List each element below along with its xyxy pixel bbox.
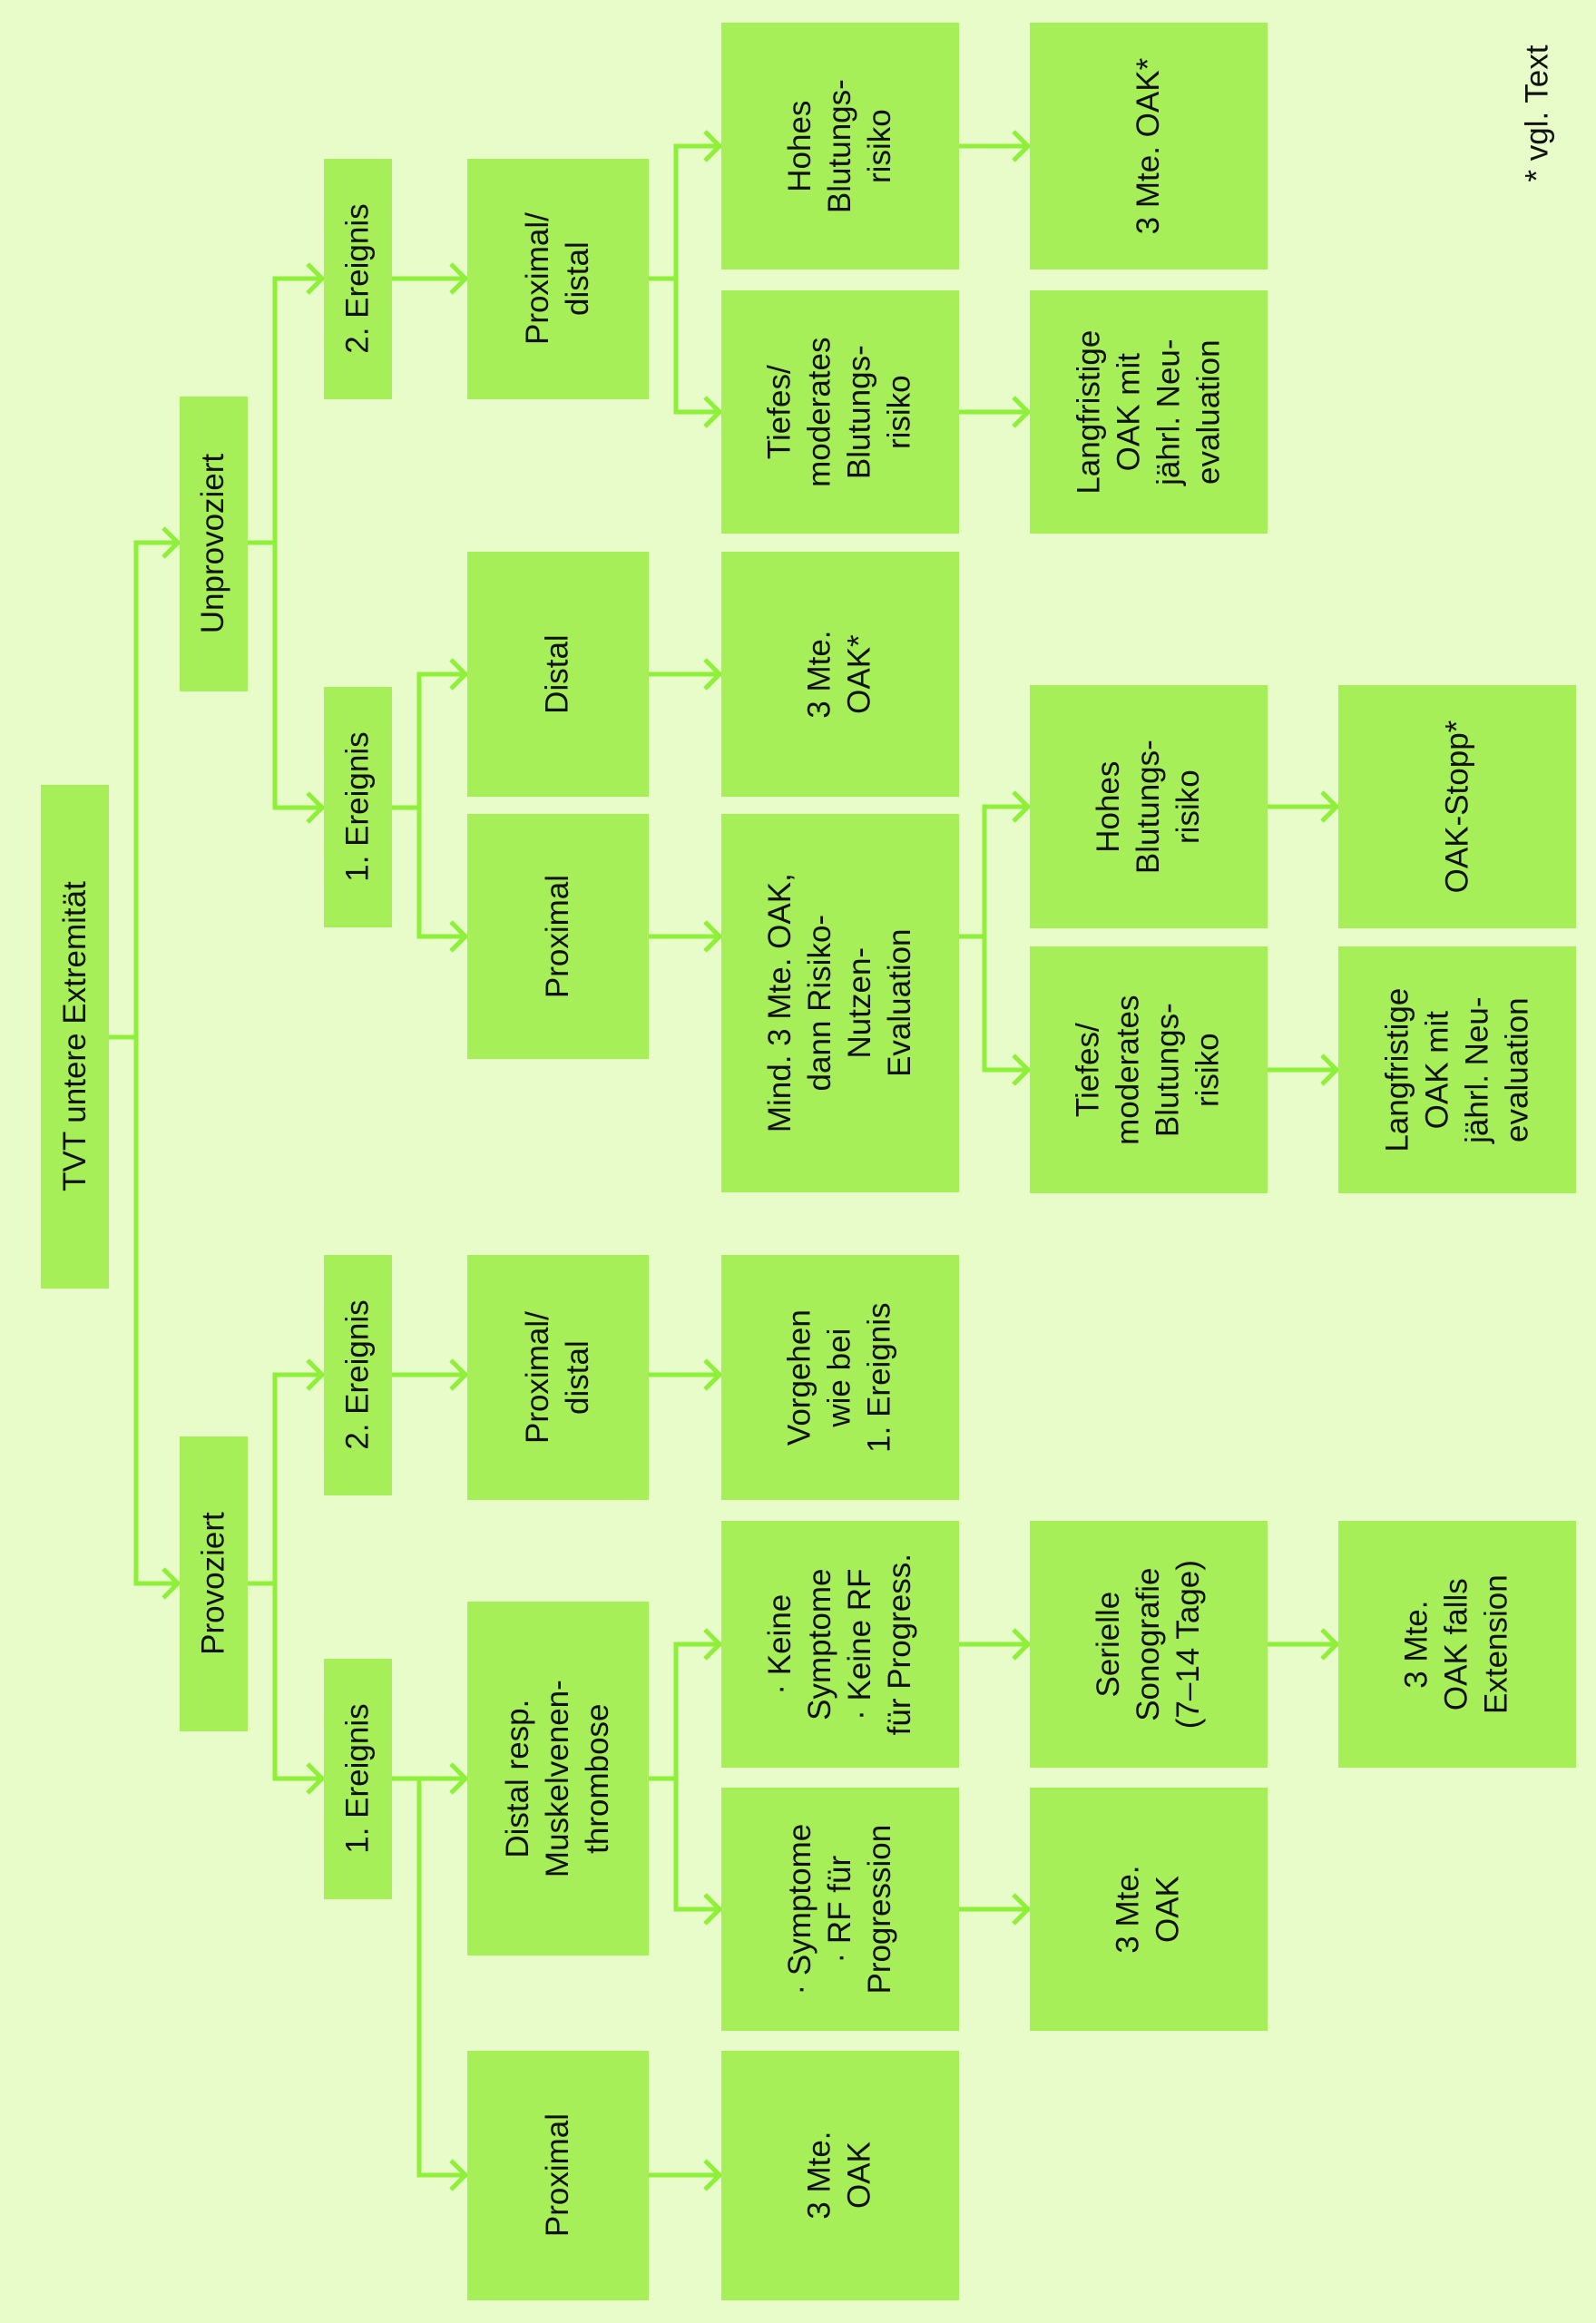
prov1-prox-3mte-oak-node: 3 Mte. OAK xyxy=(721,2051,959,2300)
unprov-2-ereignis-node: 2. Ereignis xyxy=(324,159,392,399)
arrowhead xyxy=(306,1762,326,1795)
serielle-sonografie-node: Serielle Sonografie (7–14 Tage) xyxy=(1030,1521,1268,1768)
unprov-2-ereignis-label: 2. Ereignis xyxy=(339,203,376,355)
arrowhead xyxy=(703,658,723,691)
arrowhead xyxy=(449,1358,469,1391)
unprov2-tiefes-risiko-node: Tiefes/ moderates Blutungs- risiko xyxy=(721,290,959,534)
unprov2-hohes-3mte-oak-label: 3 Mte. OAK* xyxy=(1130,57,1166,235)
unprov2-tiefes-risiko-label: Tiefes/ moderates Blutungs- risiko xyxy=(761,337,918,487)
arrowhead xyxy=(162,526,181,559)
arrowhead xyxy=(449,920,469,953)
mind-3mte-oak-label: Mind. 3 Mte. OAK, dann Risiko- Nutzen- E… xyxy=(761,873,918,1133)
mind-tiefes-risiko-node: Tiefes/ moderates Blutungs- risiko xyxy=(1030,946,1268,1193)
arrowhead xyxy=(703,920,723,953)
arrowhead xyxy=(1320,1628,1340,1661)
arrowhead xyxy=(306,791,326,824)
arrowhead xyxy=(449,262,469,295)
arrowhead xyxy=(703,130,723,162)
extension-3mte-oak-node: 3 Mte. OAK falls Extension xyxy=(1338,1521,1576,1768)
unprov1-proximal-node: Proximal xyxy=(467,814,649,1059)
arrowhead xyxy=(1012,1054,1032,1086)
unprov2-langfristige-oak-label: Langfristige OAK mit jährl. Neu- evaluat… xyxy=(1070,329,1227,495)
arrowhead xyxy=(703,1893,723,1926)
arrowhead xyxy=(449,658,469,691)
vorgehen-wie-bei-label: Vorgehen wie bei 1. Ereignis xyxy=(781,1302,898,1453)
mind-langfristige-oak-node: Langfristige OAK mit jährl. Neu- evaluat… xyxy=(1338,946,1576,1193)
arrowhead xyxy=(449,1762,469,1795)
root-label: TVT untere Extremität xyxy=(56,881,93,1192)
keine-symptome-rf-label: · Keine Symptome · Keine RF für Progress… xyxy=(761,1553,918,1736)
arrowhead xyxy=(1012,130,1032,162)
arrowhead xyxy=(449,2159,469,2191)
prov-1-ereignis-label: 1. Ereignis xyxy=(339,1703,376,1855)
symptome-rf-node: · Symptome · RF für Progression xyxy=(721,1788,959,2031)
unprovoziert-node: Unprovoziert xyxy=(180,397,248,691)
prov1-prox-3mte-oak-label: 3 Mte. OAK xyxy=(801,2131,877,2220)
arrowhead xyxy=(1012,790,1032,823)
mind-3mte-oak-node: Mind. 3 Mte. OAK, dann Risiko- Nutzen- E… xyxy=(721,814,959,1192)
unprov2-langfristige-oak-node: Langfristige OAK mit jährl. Neu- evaluat… xyxy=(1030,290,1268,534)
symptome-3mte-oak-label: 3 Mte. OAK xyxy=(1110,1865,1186,1954)
arrowhead xyxy=(1012,1893,1032,1926)
unprovoziert-label: Unprovoziert xyxy=(195,454,231,634)
footnote: * vgl. Text xyxy=(1488,18,1588,209)
unprov2-proximal-distal-node: Proximal/ distal xyxy=(467,159,649,399)
prov-2-ereignis-label: 2. Ereignis xyxy=(339,1299,376,1451)
serielle-sonografie-label: Serielle Sonografie (7–14 Tage) xyxy=(1090,1559,1207,1730)
prov-2-ereignis-node: 2. Ereignis xyxy=(324,1255,392,1495)
vorgehen-wie-bei-node: Vorgehen wie bei 1. Ereignis xyxy=(721,1255,959,1500)
oak-stopp-node: OAK-Stopp* xyxy=(1338,685,1576,928)
arrowhead xyxy=(703,2159,723,2191)
arrowhead xyxy=(306,1358,326,1391)
unprov1-distal-node: Distal xyxy=(467,552,649,797)
extension-3mte-oak-label: 3 Mte. OAK falls Extension xyxy=(1398,1574,1515,1714)
root-node: TVT untere Extremität xyxy=(41,785,109,1289)
arrowhead xyxy=(1012,396,1032,428)
prov2-proximal-distal-node: Proximal/ distal xyxy=(467,1255,649,1500)
arrowhead xyxy=(306,262,326,295)
arrowhead xyxy=(1012,1628,1032,1661)
unprov-1-ereignis-node: 1. Ereignis xyxy=(324,687,392,927)
mind-langfristige-oak-label: Langfristige OAK mit jährl. Neu- evaluat… xyxy=(1378,987,1535,1152)
prov2-proximal-distal-label: Proximal/ distal xyxy=(519,1311,595,1444)
unprov1-distal-label: Distal xyxy=(539,634,575,714)
mind-hohes-risiko-node: Hohes Blutungs- risiko xyxy=(1030,685,1268,928)
unprov1-distal-3mte-oak-node: 3 Mte. OAK* xyxy=(721,552,959,797)
prov1-proximal-node: Proximal xyxy=(467,2051,649,2300)
arrowhead xyxy=(703,396,723,428)
unprov1-distal-3mte-oak-label: 3 Mte. OAK* xyxy=(801,630,877,719)
keine-symptome-rf-node: · Keine Symptome · Keine RF für Progress… xyxy=(721,1521,959,1768)
unprov2-hohes-risiko-node: Hohes Blutungs- risiko xyxy=(721,23,959,270)
unprov-1-ereignis-label: 1. Ereignis xyxy=(339,731,376,883)
mind-hohes-risiko-label: Hohes Blutungs- risiko xyxy=(1090,740,1207,874)
prov1-proximal-label: Proximal xyxy=(539,2113,575,2238)
provoziert-label: Provoziert xyxy=(195,1512,231,1656)
unprov2-hohes-risiko-label: Hohes Blutungs- risiko xyxy=(781,79,898,213)
footnote-text: * vgl. Text xyxy=(1519,44,1555,182)
unprov1-proximal-label: Proximal xyxy=(539,874,575,999)
prov1-distal-muskel-label: Distal resp. Muskelvenen- thrombose xyxy=(499,1680,616,1877)
mind-tiefes-risiko-label: Tiefes/ moderates Blutungs- risiko xyxy=(1070,995,1227,1145)
arrowhead xyxy=(1320,1054,1340,1086)
unprov2-proximal-distal-label: Proximal/ distal xyxy=(519,212,595,346)
provoziert-node: Provoziert xyxy=(180,1436,248,1731)
arrowhead xyxy=(1320,790,1340,823)
arrowhead xyxy=(162,1567,181,1600)
unprov2-hohes-3mte-oak-node: 3 Mte. OAK* xyxy=(1030,23,1268,270)
prov-1-ereignis-node: 1. Ereignis xyxy=(324,1659,392,1899)
arrowhead xyxy=(703,1628,723,1661)
prov1-distal-muskel-node: Distal resp. Muskelvenen- thrombose xyxy=(467,1602,649,1955)
arrowhead xyxy=(703,1358,723,1391)
symptome-rf-label: · Symptome · RF für Progression xyxy=(781,1823,898,1995)
oak-stopp-label: OAK-Stopp* xyxy=(1438,720,1474,894)
symptome-3mte-oak-node: 3 Mte. OAK xyxy=(1030,1788,1268,2031)
